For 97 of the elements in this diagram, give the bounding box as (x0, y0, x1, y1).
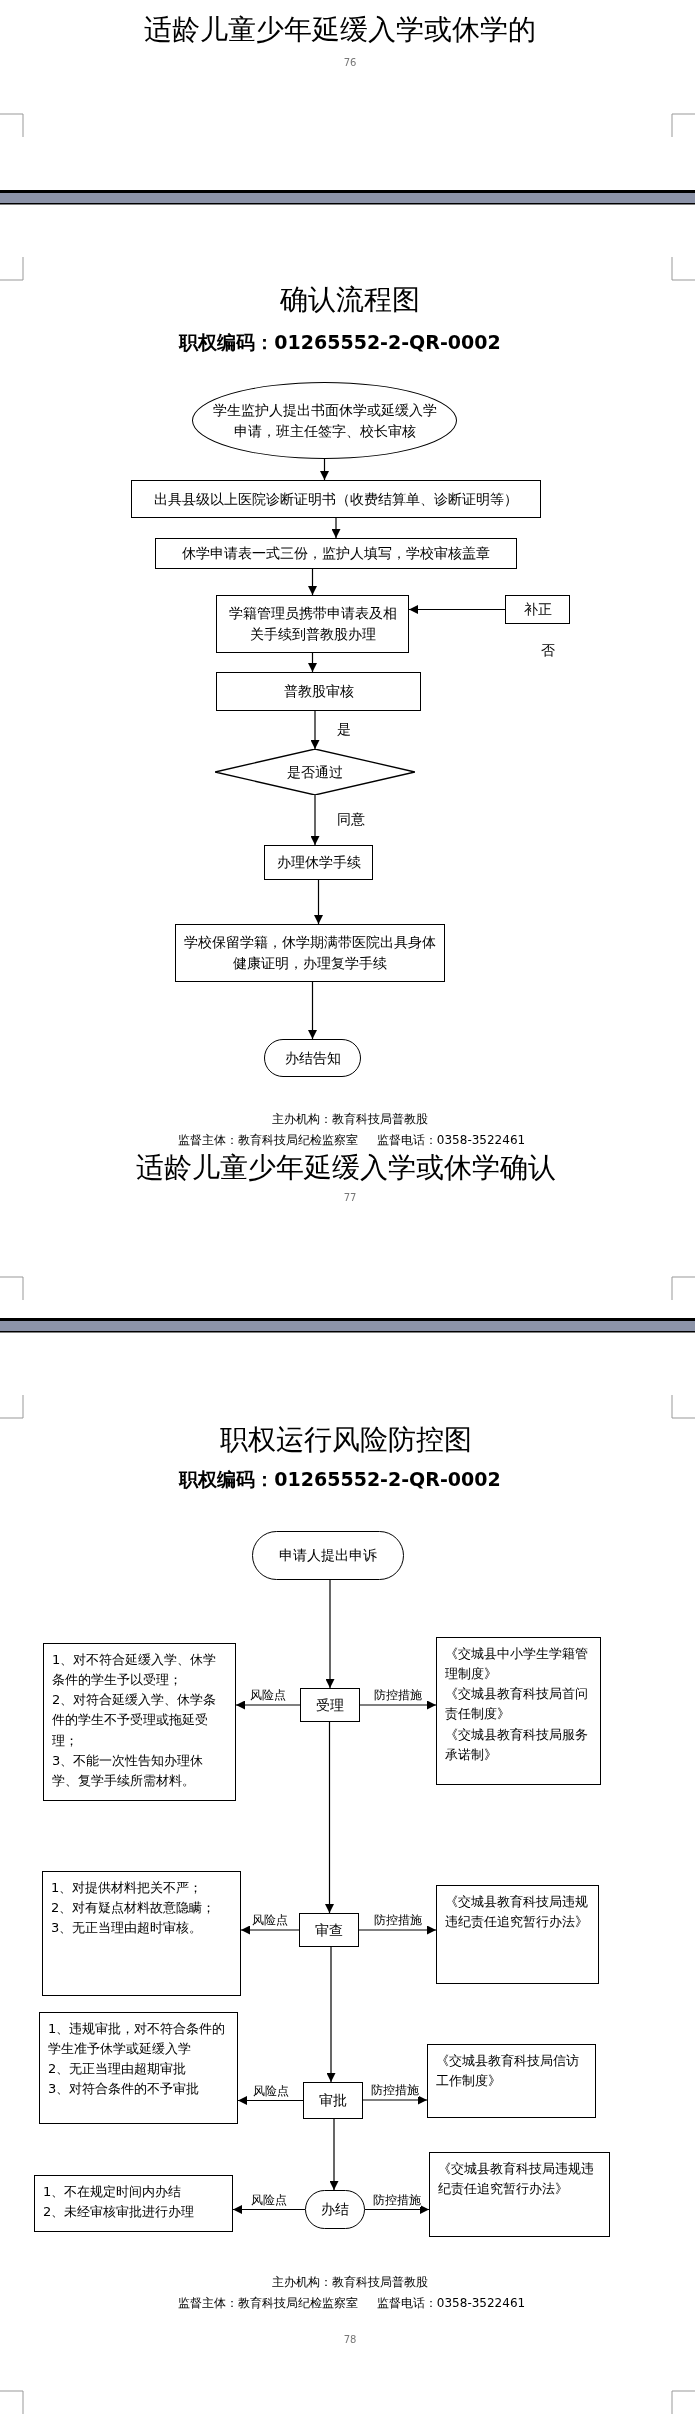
process-box (303, 2082, 363, 2119)
section-heading: 确认流程图 (280, 283, 420, 317)
arrow (314, 879, 323, 925)
node-text: 出具县级以上医院诊断证明书（收费结算单、诊断证明等） (154, 489, 518, 509)
footer-text: 监督主体：教育科技局纪检监察室 (178, 1132, 358, 1148)
section-heading: 适龄儿童少年延缓入学或休学确认 (136, 1151, 556, 1185)
note-box (42, 1871, 241, 1996)
code-text: 职权编码：01265552-2-QR-0002 (179, 330, 501, 354)
note-box (436, 1637, 601, 1785)
code-text: 职权编码：01265552-2-QR-0002 (179, 1467, 501, 1491)
node-text: 学生监护人提出书面休学或延缓入学申请，班主任签字、校长审核 (211, 400, 438, 441)
list-item: 《交城县教育科技局违规违纪责任追究暂行办法》 (445, 1893, 589, 1932)
edge-label: 风险点 (250, 1688, 286, 1703)
node-text: 审批 (319, 2091, 347, 2110)
footer-text: 监督电话：0358-3522461 (376, 1132, 526, 1148)
list-item: 3、无正当理由超时审核。 (51, 1919, 203, 1938)
process-box (505, 595, 570, 624)
list-item: 2、无正当理由超期审批 (48, 2060, 187, 2079)
process-box (264, 845, 373, 880)
arrow (364, 2205, 430, 2214)
list-item: 《交城县教育科技局服务承诺制》 (445, 1725, 589, 1764)
footer-text: 主办机构：教育科技局普教股 (272, 2274, 428, 2290)
list-item: 《交城县中小学生学籍管理制度》 (445, 1645, 589, 1684)
edge-label: 防控措施 (371, 2083, 419, 2098)
arrow (308, 568, 317, 596)
edge-label: 是 (337, 721, 351, 738)
list-item: 《交城县教育科技局违规违纪责任追究暂行办法》 (438, 2160, 595, 2199)
list-item: 2、对有疑点材料故意隐瞒； (51, 1899, 216, 1918)
list-item: 3、不能一次性告知办理休学、复学手续所需材料。 (52, 1751, 205, 1790)
note-text: 否 (541, 641, 555, 659)
edge-label: 风险点 (252, 1913, 288, 1928)
arrow (237, 2096, 304, 2105)
process-box (155, 538, 517, 569)
arrow (308, 981, 317, 1040)
page-number: 78 (343, 2334, 357, 2346)
arrow (240, 1925, 300, 1935)
edge-label: 风险点 (252, 2083, 289, 2098)
list-item: 《交城县教育科技局信访工作制度》 (436, 2052, 580, 2091)
decision-diamond (215, 749, 415, 795)
arrow (232, 2205, 306, 2214)
arrow (325, 1579, 335, 1689)
note-box (43, 1643, 236, 1801)
note-box (34, 2175, 233, 2232)
process-box (216, 595, 409, 653)
arrow (359, 1700, 437, 1710)
list-item: 1、对提供材料把关不严； (51, 1879, 203, 1897)
edge-label: 防控措施 (374, 1688, 422, 1703)
list-item: 《交城县教育科技局首问责任制度》 (445, 1685, 589, 1724)
node-text: 办理休学手续 (276, 853, 361, 872)
page-title: 适龄儿童少年延缓入学或休学的 (144, 13, 536, 47)
note-box (436, 1885, 599, 1984)
footer-text: 主办机构：教育科技局普教股 (272, 1111, 428, 1127)
node-text: 是否通过 (287, 762, 343, 782)
node-text: 办结告知 (284, 1048, 341, 1068)
node-text: 受理 (316, 1695, 344, 1715)
process-box (216, 672, 421, 711)
edge-label: 防控措施 (373, 2192, 421, 2207)
arrow (310, 794, 320, 846)
note-box (427, 2044, 596, 2118)
edge-label: 防控措施 (373, 1913, 422, 1928)
arrow (331, 517, 341, 539)
arrow (310, 710, 320, 750)
process-box (299, 1913, 359, 1947)
arrow (320, 458, 329, 481)
footer-text: 监督电话：0358-3522461 (376, 2295, 526, 2311)
node-text: 学校保留学籍，休学期满带医院出具身体健康证明，办理复学手续 (183, 933, 437, 973)
arrow (235, 1700, 301, 1710)
node-text: 办结 (321, 2200, 349, 2219)
node-text: 休学申请表一式三份，监护人填写，学校审核盖章 (182, 544, 490, 563)
page-number: 76 (343, 57, 357, 69)
note-box (429, 2152, 610, 2237)
list-item: 1、违规审批，对不符合条件的学生准予休学或延缓入学 (48, 2020, 227, 2059)
process-box (131, 480, 541, 518)
arrow (358, 1925, 437, 1935)
note-box (39, 2012, 238, 2124)
list-item: 1、不在规定时间内办结 (43, 2183, 182, 2201)
node-text: 补正 (523, 600, 552, 619)
process-box (175, 924, 445, 982)
node-text: 审查 (315, 1920, 343, 1940)
arrow (308, 652, 317, 673)
node-text: 学籍管理员携带申请表及相关手续到普教股办理 (227, 604, 398, 644)
arrow (408, 605, 506, 614)
list-item: 2、未经审核审批进行办理 (43, 2203, 195, 2222)
arrow (329, 2118, 339, 2191)
arrow (326, 1946, 336, 2083)
edge-label: 同意 (337, 811, 365, 828)
list-item: 2、对符合延缓入学、休学条件的学生不予受理或拖延受理； (52, 1691, 218, 1750)
section-heading: 职权运行风险防控图 (220, 1423, 472, 1457)
list-item: 1、对不符合延缓入学、休学条件的学生予以受理； (52, 1651, 218, 1690)
process-box (300, 1688, 360, 1722)
node-text: 申请人提出申诉 (279, 1546, 377, 1565)
page-number: 77 (343, 1192, 357, 1204)
list-item: 3、对符合条件的不予审批 (48, 2080, 200, 2099)
arrow (325, 1721, 334, 1914)
node-text: 普教股审核 (283, 682, 354, 701)
footer-text: 监督主体：教育科技局纪检监察室 (178, 2295, 358, 2311)
edge-label: 风险点 (251, 2192, 287, 2207)
